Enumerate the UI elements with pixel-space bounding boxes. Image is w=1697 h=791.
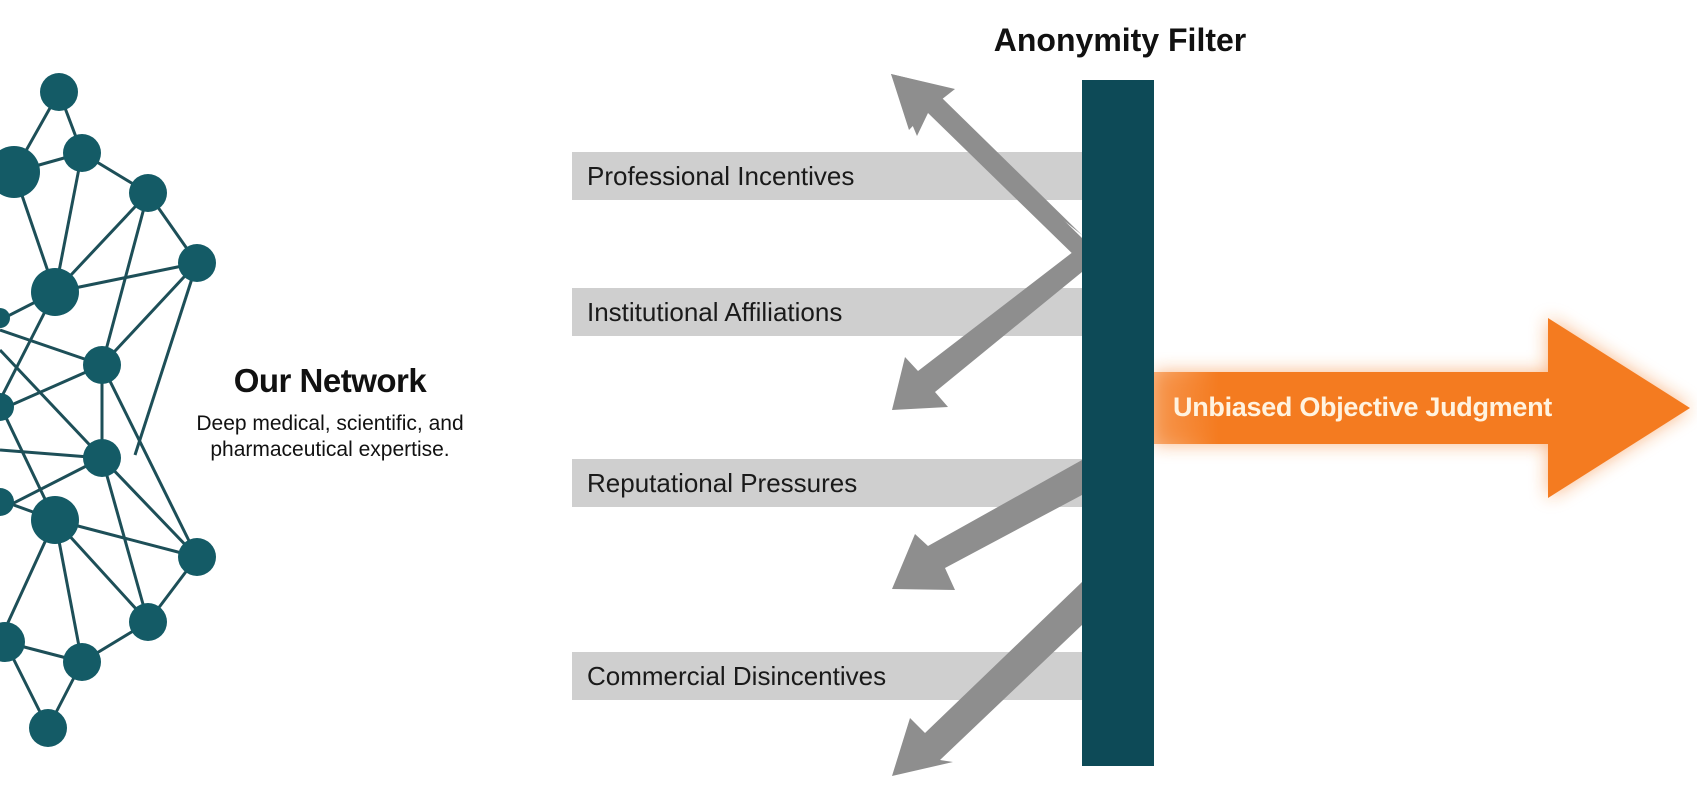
deflect-arrow-2-icon [892, 245, 1082, 410]
anonymity-filter-bar [1082, 80, 1154, 766]
deflect-arrow-1-icon [891, 74, 1082, 263]
output-label: Unbiased Objective Judgment [1173, 392, 1552, 422]
bias-label: Professional Incentives [587, 161, 855, 191]
network-graph [0, 73, 216, 747]
output-arrow-icon [1154, 318, 1690, 498]
deflect-arrow-4-icon [892, 582, 1082, 776]
network-node [0, 393, 14, 421]
network-node [31, 268, 79, 316]
bias-bar-reputational-pressures: Reputational Pressures [572, 459, 1084, 507]
network-node [0, 308, 10, 328]
network-node [178, 244, 216, 282]
network-node [178, 538, 216, 576]
bias-label: Commercial Disincentives [587, 661, 887, 691]
network-node [0, 488, 14, 516]
network-node [129, 603, 167, 641]
bias-label: Reputational Pressures [587, 468, 858, 498]
network-description: Deep medical, scientific, and pharmaceut… [196, 412, 464, 461]
network-node [63, 134, 101, 172]
bias-label: Institutional Affiliations [587, 297, 843, 327]
network-node [129, 174, 167, 212]
network-node [0, 622, 25, 662]
network-node [31, 496, 79, 544]
network-title: Our Network [233, 362, 427, 399]
network-node [40, 73, 78, 111]
deflect-arrow-3-icon [892, 460, 1082, 590]
network-node [29, 709, 67, 747]
filter-title: Anonymity Filter [993, 22, 1247, 58]
network-node [0, 146, 40, 198]
network-node [63, 643, 101, 681]
network-node [83, 346, 121, 384]
network-node [83, 439, 121, 477]
